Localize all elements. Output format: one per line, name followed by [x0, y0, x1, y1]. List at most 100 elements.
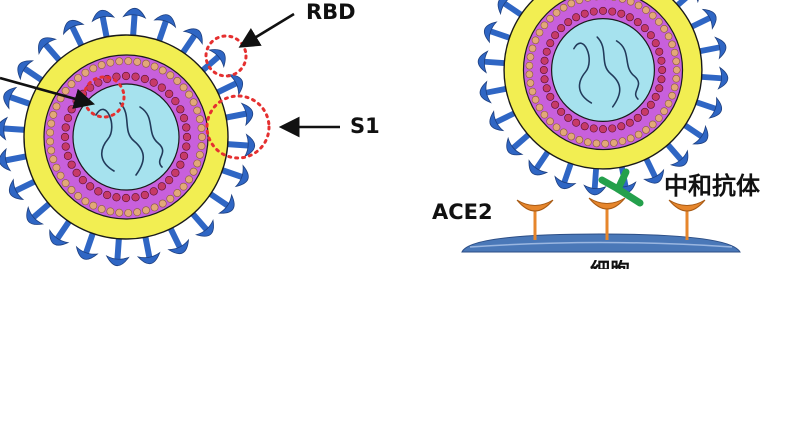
lipid-bead — [48, 147, 55, 154]
lipid-bead — [75, 192, 82, 199]
lipid-bead — [673, 58, 680, 65]
protein-bead — [656, 85, 663, 92]
lipid-bead — [671, 84, 678, 91]
lipid-bead — [560, 129, 567, 136]
ace2-cup — [589, 198, 625, 209]
lipid-bead — [62, 87, 69, 94]
lipid-bead — [185, 91, 192, 98]
protein-bead — [141, 75, 149, 83]
lipid-bead — [190, 99, 197, 106]
lipid-bead — [541, 22, 548, 29]
neutralizing-antibody — [602, 172, 640, 203]
lipid-bead — [536, 104, 543, 111]
protein-bead — [547, 93, 554, 100]
lipid-bead — [125, 209, 132, 216]
protein-bead — [113, 193, 121, 201]
ace2-label: ACE2 — [432, 202, 493, 223]
lipid-bead — [47, 129, 54, 136]
viral-core — [552, 19, 655, 122]
protein-bead — [62, 143, 70, 151]
lipid-bead — [576, 136, 583, 143]
lipid-bead — [527, 80, 534, 87]
lipid-bead — [134, 58, 141, 65]
rbd-highlight-circle — [206, 36, 246, 76]
lipid-bead — [661, 108, 668, 115]
lipid-bead — [82, 198, 89, 205]
ace2-cup — [669, 200, 705, 211]
lipid-bead — [527, 53, 534, 60]
protein-bead — [581, 10, 588, 17]
lipid-bead — [75, 74, 82, 81]
lipid-bead — [68, 186, 75, 193]
rbd-label: RBD — [306, 2, 356, 23]
protein-bead — [572, 119, 579, 126]
lipid-bead — [669, 92, 676, 99]
protein-bead — [590, 125, 597, 132]
lipid-bead — [635, 2, 642, 9]
lipid-bead — [627, 0, 634, 5]
lipid-bead — [185, 176, 192, 183]
protein-bead — [590, 8, 597, 15]
protein-bead — [95, 188, 103, 196]
lipid-bead — [47, 138, 54, 145]
protein-bead — [158, 84, 166, 92]
lipid-bead — [532, 96, 539, 103]
protein-bead — [652, 39, 659, 46]
lipid-bead — [196, 116, 203, 123]
protein-bead — [540, 66, 547, 73]
lipid-bead — [635, 131, 642, 138]
lipid-bead — [649, 121, 656, 128]
lipid-bead — [198, 133, 205, 140]
lipid-bead — [584, 139, 591, 146]
lipid-bead — [167, 72, 174, 79]
protein-bead — [658, 57, 665, 64]
lipid-bead — [649, 12, 656, 19]
lipid-bead — [174, 77, 181, 84]
lipid-bead — [671, 49, 678, 56]
protein-bead — [618, 10, 625, 17]
lipid-bead — [107, 59, 114, 66]
lipid-bead — [53, 164, 60, 171]
ace2-cup — [517, 200, 553, 211]
lipid-bead — [50, 156, 57, 163]
lipid-bead — [194, 160, 201, 167]
protein-bead — [132, 73, 140, 81]
lipid-bead — [529, 88, 536, 95]
protein-bead — [634, 114, 641, 121]
lipid-bead — [547, 15, 554, 22]
lipid-bead — [642, 7, 649, 14]
protein-bead — [183, 133, 191, 141]
protein-bead — [626, 14, 633, 21]
lipid-bead — [669, 41, 676, 48]
protein-bead — [103, 191, 111, 199]
protein-bead — [180, 152, 188, 160]
protein-bead — [122, 194, 130, 202]
lipid-bead — [655, 115, 662, 122]
lipid-bead — [619, 138, 626, 145]
lipid-bead — [568, 133, 575, 140]
lipid-bead — [665, 100, 672, 107]
protein-bead — [647, 32, 654, 39]
protein-bead — [122, 72, 130, 80]
protein-bead — [172, 169, 180, 177]
lipid-bead — [167, 195, 174, 202]
protein-bead — [599, 125, 606, 132]
protein-bead — [172, 97, 180, 105]
lipid-bead — [190, 168, 197, 175]
protein-bead — [541, 76, 548, 83]
lipid-bead — [560, 4, 567, 11]
protein-bead — [557, 24, 564, 31]
protein-bead — [565, 114, 572, 121]
protein-bead — [86, 183, 94, 191]
lipid-bead — [53, 103, 60, 110]
protein-bead — [565, 18, 572, 25]
protein-bead — [551, 101, 558, 108]
lipid-bead — [536, 29, 543, 36]
ace2-receptor — [517, 200, 553, 240]
lipid-bead — [159, 67, 166, 74]
lipid-bead — [90, 202, 97, 209]
lipid-bead — [593, 140, 600, 147]
lipid-bead — [180, 183, 187, 190]
lipid-bead — [194, 107, 201, 114]
